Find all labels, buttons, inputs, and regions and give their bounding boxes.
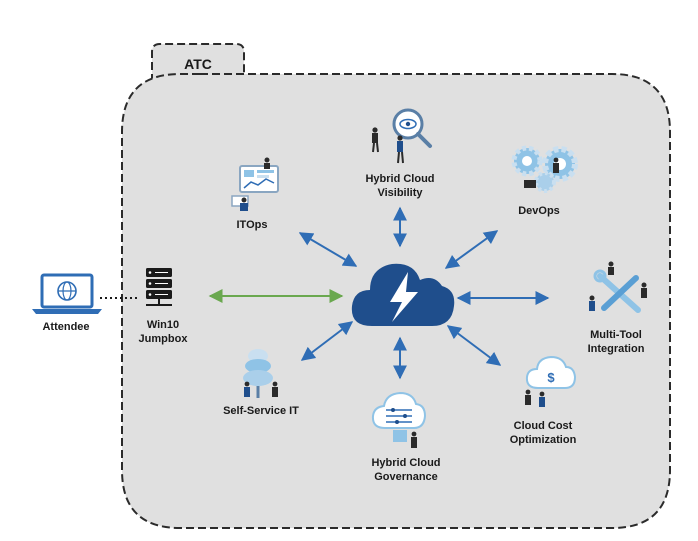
node-itops: ITOps [231,157,279,231]
governance-label-line2: Governance [374,471,438,483]
cloud-stack-icon [243,349,278,398]
multitool-label-line1: Multi-Tool [590,329,642,341]
arrow-itops [298,232,358,267]
selfservice-label: Self-Service IT [223,405,299,417]
visibility-label-line1: Hybrid Cloud [365,173,434,185]
connections [100,206,550,380]
multitool-label-line2: Integration [588,343,645,355]
attendee-label: Attendee [42,321,89,333]
itops-label: ITOps [237,219,268,231]
cost-label-line1: Cloud Cost [514,420,573,432]
node-multitool: Multi-Tool Integration [588,261,647,355]
node-devops: DevOps [511,145,578,217]
node-cost: $ Cloud Cost Optimization [510,355,577,446]
tools-icon [589,261,647,313]
governance-label-line1: Hybrid Cloud [371,457,440,469]
server-rack-icon [146,268,172,306]
magnifier-eye-icon [372,108,432,164]
node-jumpbox: Win10 Jumpbox [139,268,189,345]
arrow-cost [446,325,502,366]
jumpbox-label-line2: Jumpbox [139,333,189,345]
gears-icon [511,145,578,193]
atc-tab-label: ATC [184,56,212,72]
arrow-selfservice [300,321,354,361]
visibility-label-line2: Visibility [377,187,423,199]
node-selfservice: Self-Service IT [223,349,299,417]
node-governance: Hybrid Cloud Governance [371,391,441,483]
monitor-dashboard-icon [231,157,279,211]
jumpbox-label-line1: Win10 [147,319,179,331]
cloud-dollar-icon: $ [525,355,577,407]
svg-text:$: $ [547,370,555,385]
cloud-sliders-icon [371,391,427,448]
atc-tab [151,43,245,83]
laptop-globe-icon [32,273,102,314]
arrow-devops [444,230,499,269]
node-attendee: Attendee [32,273,102,333]
devops-label: DevOps [518,205,560,217]
cost-label-line2: Optimization [510,434,577,446]
cloud-lightning-icon [351,263,455,326]
node-center [351,263,455,326]
node-visibility: Hybrid Cloud Visibility [365,108,435,199]
